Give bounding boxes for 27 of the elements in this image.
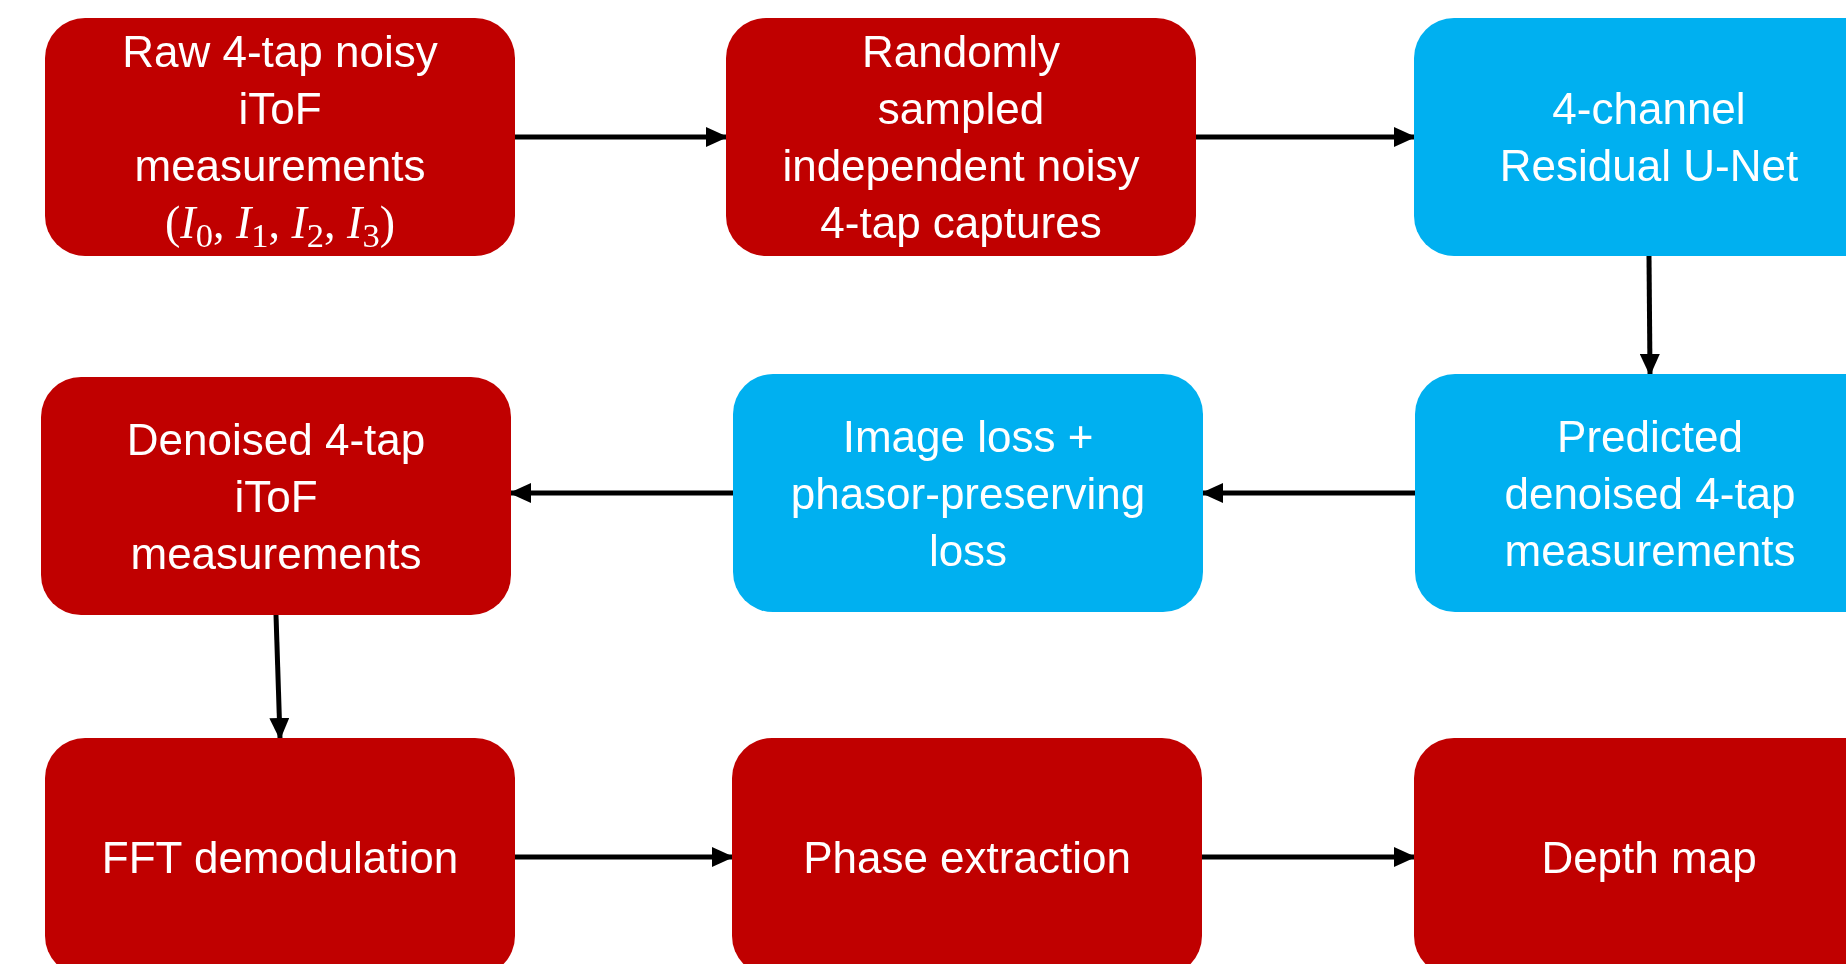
arrow [515,847,734,867]
arrow [269,614,290,740]
arrow [1196,127,1416,147]
box-label: Phase extraction [803,831,1131,884]
process-box [41,377,511,615]
formula: (I$_{0}$, I$_{1}$, I$_{2}$, I$_{3}$) [165,196,395,251]
box-label: 4-channel Residual U-Net [1498,83,1800,192]
box-label: Depth map [1541,831,1757,884]
arrow [1639,255,1660,376]
process-box [45,738,515,964]
process-box [1414,18,1846,256]
box-label: Predicted denoised 4-tap measurements [1503,410,1797,577]
box-label: Randomly sampled independent noisy 4-tap captures [781,26,1141,249]
arrow [509,483,733,503]
box-label: FFT demodulation [101,831,459,884]
process-box [726,18,1196,256]
process-box [732,738,1202,964]
process-box [1415,374,1846,612]
box-label: Image loss + phasor-preserving loss [789,410,1147,577]
arrow [1202,847,1416,867]
process-box [45,18,515,256]
box-label: Denoised 4-tap iToF measurements [125,413,427,580]
process-box [1414,738,1846,964]
process-box [733,374,1203,612]
box-label: Raw 4-tap noisy iToF measurements [121,26,439,192]
arrow [1201,483,1415,503]
arrow [515,127,728,147]
